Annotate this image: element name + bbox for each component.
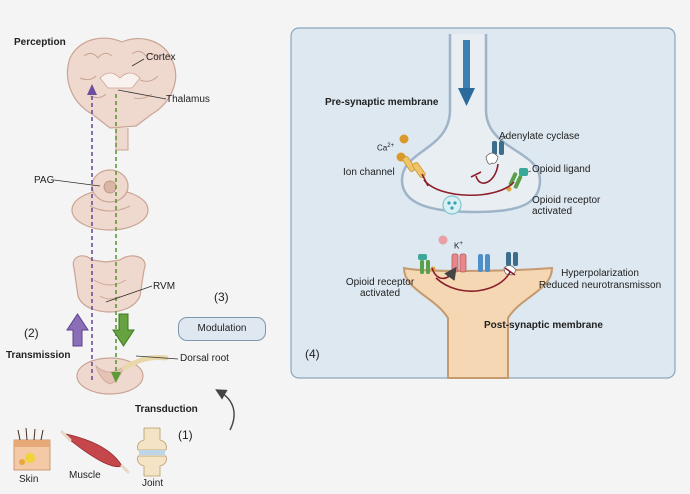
joint-icon xyxy=(137,427,167,477)
inhibition-curve xyxy=(435,271,511,292)
adenylate-cyclase-icon xyxy=(485,141,504,165)
rvm-label: RVM xyxy=(153,281,176,292)
calcium-ion-icon xyxy=(399,134,409,144)
hyperpolarization-label: Hyperpolarization xyxy=(561,268,639,279)
leader-line xyxy=(527,170,532,173)
perception-label: Perception xyxy=(14,37,66,48)
calcium-label: Ca2+ xyxy=(377,143,395,153)
leader-line xyxy=(53,179,101,187)
adenylate-cyclase-label: Adenylate cyclase xyxy=(499,131,580,142)
potassium-label: K+ xyxy=(454,241,463,251)
ion-channel-icon xyxy=(478,254,490,272)
dorsal-root-icon xyxy=(121,355,169,371)
leader-line xyxy=(499,135,507,142)
step-2-label: (2) xyxy=(24,326,39,340)
leader-line xyxy=(135,355,179,360)
inhibition-bar xyxy=(470,171,482,178)
leader-line xyxy=(105,285,153,303)
medulla-rvm-icon xyxy=(72,255,146,313)
potassium-ion-icon xyxy=(438,235,448,245)
transduction-arrow xyxy=(215,389,235,431)
modulation-arrow xyxy=(112,313,135,347)
inhibition-curve xyxy=(475,163,499,184)
transmission-label: Transmission xyxy=(6,350,71,361)
opioid-receptor-post-label-2: activated xyxy=(359,288,401,299)
skin-icon xyxy=(13,427,51,471)
inhibition-curve xyxy=(423,179,515,197)
step-1-label: (1) xyxy=(178,428,193,442)
opioid-ligand-label: Opioid ligand xyxy=(532,164,591,175)
midbrain-pag-icon xyxy=(71,169,149,231)
adenylate-cyclase-icon xyxy=(503,252,518,276)
opioid-receptor-icon xyxy=(418,254,436,274)
step-4-label: (4) xyxy=(305,347,320,361)
post-synaptic-label: Post-synaptic membrane xyxy=(484,320,603,331)
thalamus-label: Thalamus xyxy=(166,94,210,105)
ion-channel-label: Ion channel xyxy=(343,167,395,178)
brain-cortex-icon xyxy=(66,37,177,151)
leader-line xyxy=(131,58,145,67)
opioid-receptor-pre-label-2: activated xyxy=(532,206,573,217)
modulation-box: Modulation xyxy=(178,317,266,341)
cortex-label: Cortex xyxy=(146,52,176,63)
opioid-ligand-icon xyxy=(519,168,528,176)
pag-label: PAG xyxy=(34,175,55,186)
joint-label: Joint xyxy=(142,478,164,489)
muscle-icon xyxy=(60,430,130,474)
step-3-label: (3) xyxy=(214,290,229,304)
activation-arrow xyxy=(431,266,457,281)
dorsal-root-label: Dorsal root xyxy=(180,353,229,364)
action-potential-arrow xyxy=(458,40,475,106)
transmission-arrow xyxy=(66,313,89,347)
skin-label: Skin xyxy=(19,474,39,485)
transduction-label: Transduction xyxy=(135,404,198,415)
leader-line xyxy=(117,89,167,100)
opioid-receptor-pre-label-1: Opioid receptor xyxy=(532,195,601,206)
reduced-neurotransmission-label: Reduced neurotransmisson xyxy=(538,280,662,291)
descending-pathway-arrowhead xyxy=(111,372,121,383)
presynaptic-terminal xyxy=(400,34,542,214)
pre-synaptic-label: Pre-synaptic membrane xyxy=(325,97,439,108)
ascending-pathway-arrowhead xyxy=(87,84,97,95)
opioid-receptor-post-label-1: Opioid receptor xyxy=(345,277,415,288)
vesicle-icon xyxy=(442,195,462,215)
inhibition-bar xyxy=(421,173,429,187)
inhibition-bar xyxy=(504,267,516,276)
muscle-label: Muscle xyxy=(69,470,101,481)
